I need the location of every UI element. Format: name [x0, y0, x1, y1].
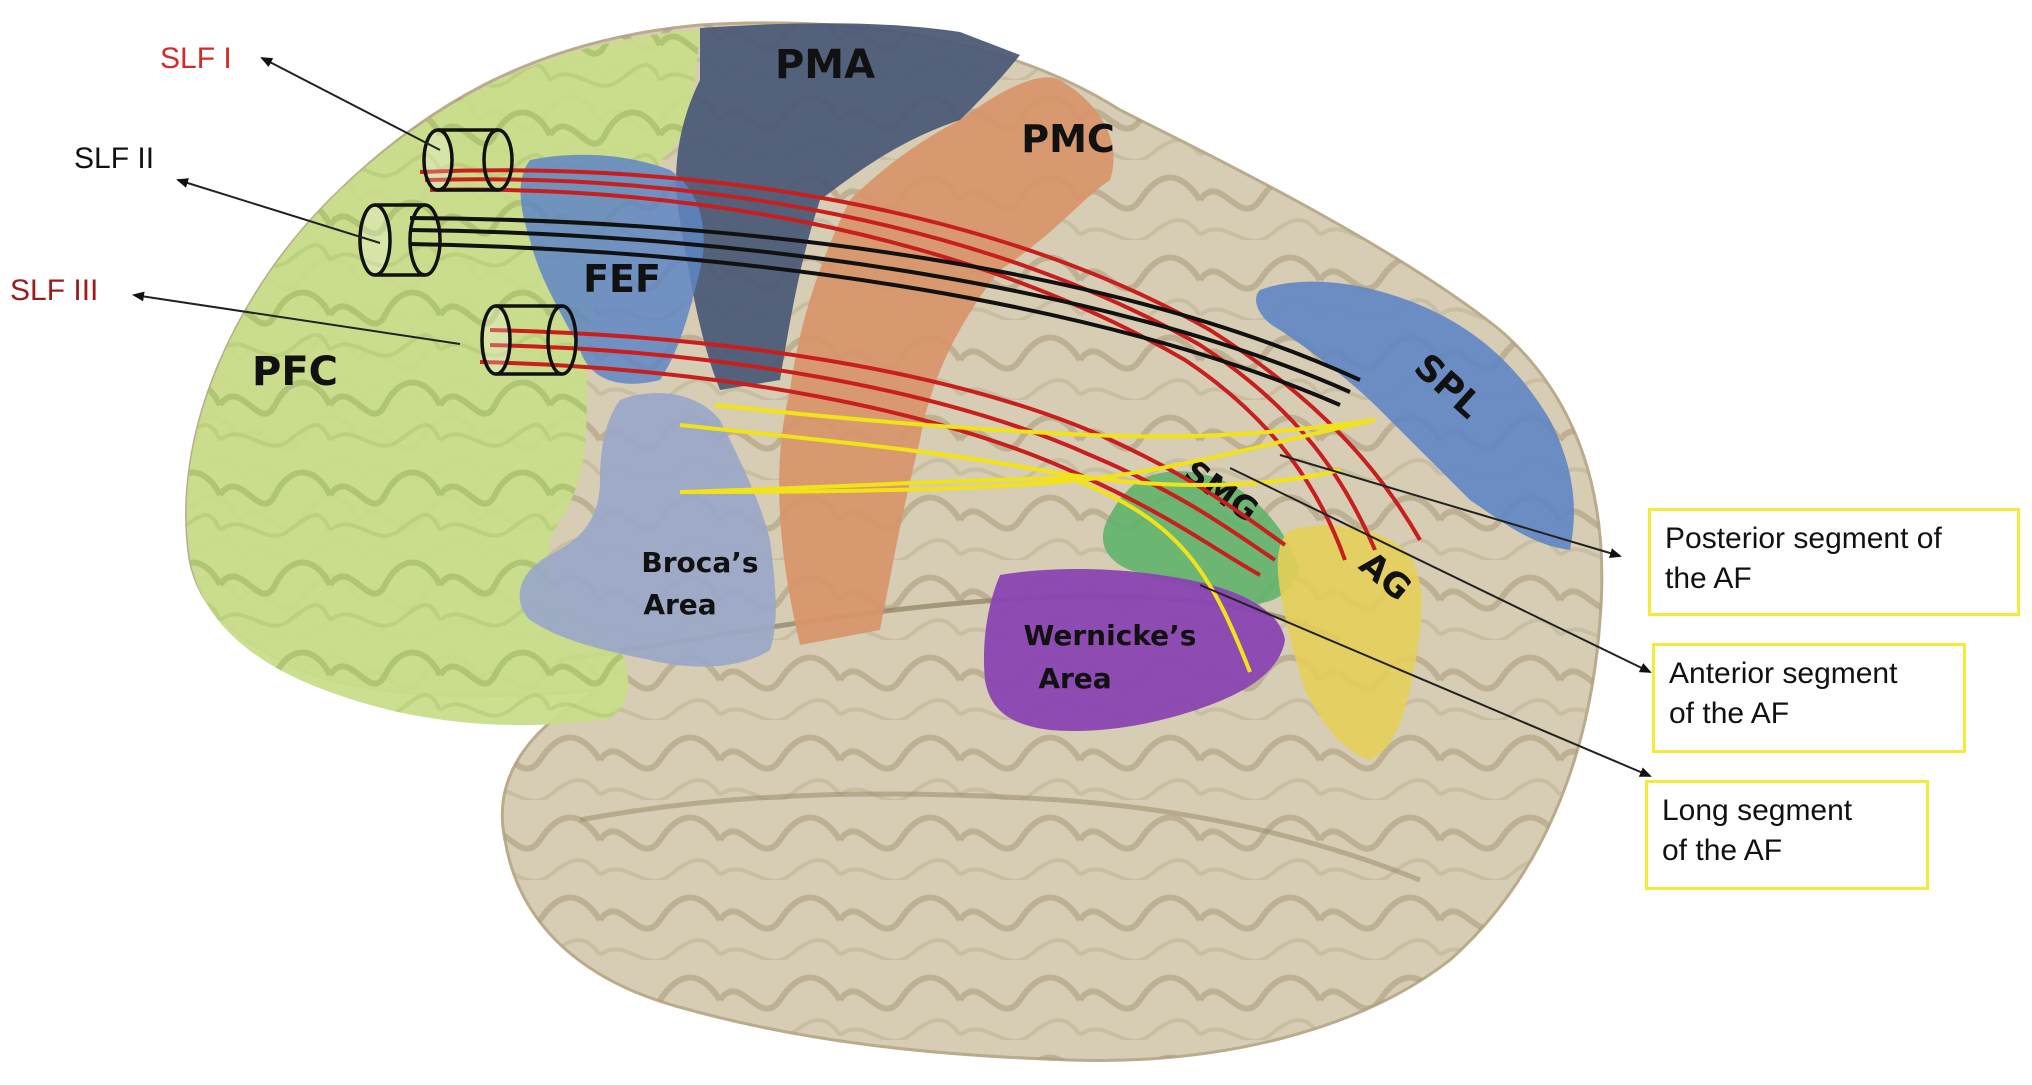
- arcuate-fasciculus-fibers: [679, 403, 1376, 673]
- broca-label-line2: Area: [643, 588, 716, 621]
- long-segment-box: Long segment of the AF: [1645, 780, 1929, 890]
- wernicke-region: [983, 568, 1285, 731]
- broca-label-line1: Broca’s: [641, 546, 758, 579]
- anterior-segment-line2: of the AF: [1669, 697, 1790, 730]
- posterior-segment-line2: the AF: [1665, 562, 1752, 595]
- fef-label: FEF: [583, 257, 661, 301]
- leader-arrows: [132, 57, 1652, 777]
- pfc-label: PFC: [252, 349, 338, 395]
- long-segment-line2: of the AF: [1662, 834, 1783, 867]
- af-posterior-fiber: [714, 403, 1376, 439]
- pmc-label: PMC: [1021, 117, 1115, 161]
- cortical-regions: [186, 23, 1574, 760]
- anterior-segment-arrow: [1229, 467, 1652, 673]
- spl-region: [1256, 281, 1574, 550]
- slf-i-arrow: [260, 57, 441, 151]
- long-segment-line1: Long segment: [1662, 794, 1853, 827]
- slf-iii-bundle-icon: [480, 304, 578, 376]
- af-long-fiber: [679, 475, 1252, 673]
- slf-i-label: SLF I: [160, 42, 232, 75]
- broca-region: [519, 392, 776, 667]
- posterior-segment-box: Posterior segment of the AF: [1648, 508, 2020, 616]
- temporal-sulcus: [579, 791, 1421, 883]
- slf-ii-bundle-icon: [358, 203, 442, 277]
- pma-region: [676, 23, 1020, 391]
- slf-ii-arrow: [176, 178, 381, 244]
- af-anterior-fiber: [679, 423, 1341, 487]
- af-cross-fiber: [679, 418, 1376, 494]
- slf-i-bundle-icon: [422, 128, 514, 192]
- slf-iii-arrow: [132, 291, 461, 345]
- long-segment-arrow: [1199, 584, 1652, 777]
- posterior-segment-line1: Posterior segment of: [1665, 522, 1942, 555]
- wernicke-label-line2: Area: [1038, 662, 1111, 695]
- slf-iii-fibers: [479, 328, 1287, 577]
- slf-ii-label: SLF II: [74, 142, 154, 175]
- wernicke-label-line1: Wernicke’s: [1024, 619, 1197, 652]
- slf-ii-fibers: [409, 216, 1361, 407]
- slf-iii-label: SLF III: [10, 274, 98, 307]
- posterior-segment-arrow: [1279, 454, 1622, 558]
- anterior-segment-line1: Anterior segment: [1669, 657, 1898, 690]
- pma-label: PMA: [775, 42, 875, 88]
- fef-region: [520, 154, 704, 384]
- ag-region: [1277, 525, 1422, 760]
- anterior-segment-box: Anterior segment of the AF: [1652, 643, 1966, 753]
